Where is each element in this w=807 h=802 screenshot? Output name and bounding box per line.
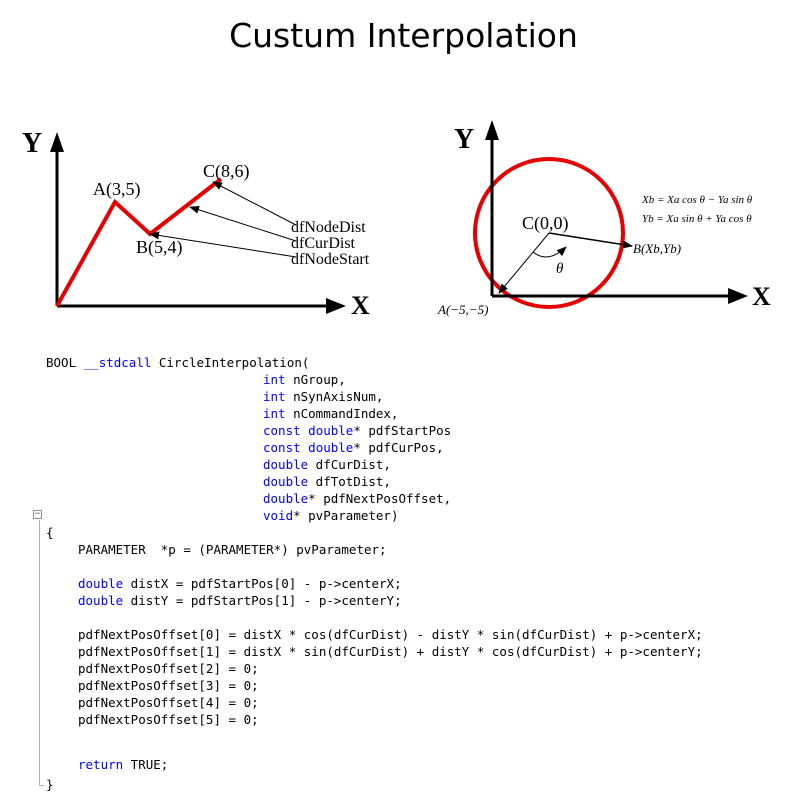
code-line: PARAMETER *p = (PARAMETER*) pvParameter; (78, 542, 387, 557)
fold-end-tick (39, 785, 44, 786)
point-c-label: C(8,6) (203, 161, 250, 182)
node-start-label: dfNodeStart (291, 251, 370, 268)
point-a-label: A(−5,−5) (437, 302, 488, 317)
node-start-arrow (149, 231, 297, 258)
code-line: double* pdfNextPosOffset, (263, 491, 452, 506)
y-axis-arrow-icon (50, 132, 64, 152)
cur-dist-label: dfCurDist (291, 235, 356, 252)
center-label: C(0,0) (522, 213, 569, 234)
code-line: int nSynAxisNum, (263, 389, 384, 404)
y-axis-label: Y (454, 124, 474, 155)
circle-rotation-diagram: Y X θ C(0,0) A(−5,−5) B(Xb,Yb) Xb = Xa c… (437, 120, 771, 317)
fold-guide (39, 520, 40, 786)
page-title: Custum Interpolation (229, 16, 578, 55)
rotation-circle (473, 157, 625, 309)
code-line: int nGroup, (263, 372, 346, 387)
point-b-label: B(5,4) (136, 237, 183, 258)
cur-dist-arrow (189, 205, 297, 242)
formula-xb: Xb = Xa cos θ − Ya sin θ (641, 194, 753, 206)
linear-path-diagram: Y X A(3,5) B(5,4) C(8,6) dfNodeDist dfCu… (22, 128, 370, 320)
code-block: − BOOL __stdcall CircleInterpolation( in… (0, 354, 807, 802)
code-line: pdfNextPosOffset[0] = distX * cos(dfCurD… (78, 627, 703, 642)
x-axis-label: X (351, 291, 370, 320)
x-axis-arrow-icon (728, 288, 748, 304)
node-dist-label: dfNodeDist (291, 219, 366, 236)
code-line: pdfNextPosOffset[2] = 0; (78, 661, 259, 676)
radius-to-a (498, 232, 550, 294)
interpolation-path (55, 177, 223, 307)
y-axis-arrow-icon (485, 120, 499, 140)
point-a-label: A(3,5) (93, 179, 141, 200)
angle-label: θ (556, 261, 564, 277)
code-line: pdfNextPosOffset[5] = 0; (78, 712, 259, 727)
point-b-label: B(Xb,Yb) (633, 241, 681, 256)
y-axis-label: Y (22, 128, 42, 159)
code-line: pdfNextPosOffset[3] = 0; (78, 678, 259, 693)
code-line: double dfCurDist, (263, 457, 391, 472)
code-line: double dfTotDist, (263, 474, 391, 489)
code-line: pdfNextPosOffset[1] = distX * sin(dfCurD… (78, 644, 703, 659)
code-line: void* pvParameter) (263, 508, 399, 523)
code-line: double distX = pdfStartPos[0] - p->cente… (78, 576, 402, 591)
code-line: { (46, 525, 54, 540)
code-line: int nCommandIndex, (263, 406, 399, 421)
angle-arc (532, 246, 567, 258)
code-line: } (46, 777, 54, 792)
fold-toggle-icon[interactable]: − (33, 509, 42, 519)
code-line: return TRUE; (78, 757, 169, 772)
formula-yb: Yb = Xa sin θ + Ya cos θ (642, 213, 752, 225)
node-dist-arrow (212, 181, 297, 226)
code-line: BOOL __stdcall CircleInterpolation( (46, 355, 310, 370)
radius-to-b (548, 232, 633, 249)
code-line: const double* pdfCurPos, (263, 440, 444, 455)
code-line: double distY = pdfStartPos[1] - p->cente… (78, 593, 402, 608)
x-axis-label: X (752, 282, 771, 311)
code-line: pdfNextPosOffset[4] = 0; (78, 695, 259, 710)
code-line: const double* pdfStartPos (263, 423, 452, 438)
x-axis-arrow-icon (326, 298, 346, 314)
